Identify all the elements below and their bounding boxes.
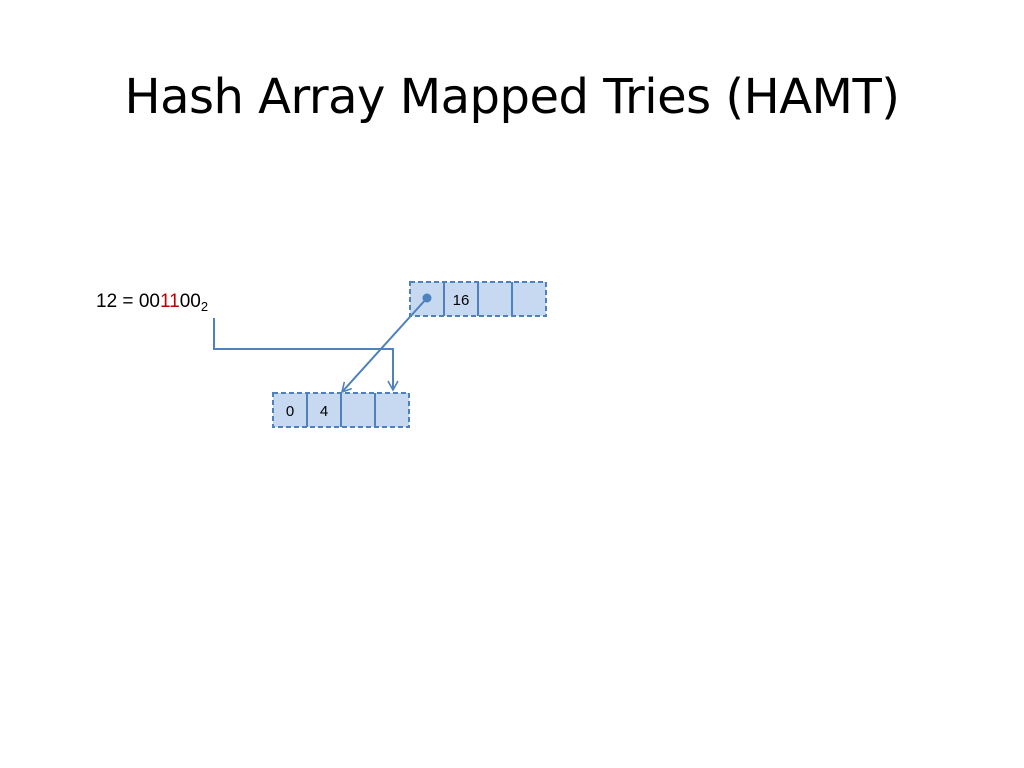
bits-suffix: 00	[179, 291, 201, 312]
child-cell-0	[273, 393, 307, 427]
child-cell-3	[375, 393, 409, 427]
root-cell-1-label: 16	[453, 292, 470, 309]
child-cell-0-label: 0	[286, 403, 294, 420]
equation-equals: =	[122, 291, 134, 312]
root-cell-2	[478, 282, 512, 316]
hash-bits-equation: 12 = 0011002	[96, 290, 208, 314]
root-cell-3	[512, 282, 546, 316]
equation-lhs: 12	[96, 291, 118, 312]
bit-index-arrow	[213, 318, 399, 392]
child-cell-1	[307, 393, 341, 427]
root-cell-1	[444, 282, 478, 316]
root-node: 16	[409, 281, 547, 317]
child-cell-1-label: 4	[320, 403, 328, 420]
child-pointer-arrow	[340, 297, 428, 394]
base-subscript: 2	[200, 299, 209, 314]
bits-prefix: 00	[138, 291, 160, 312]
slide-title: Hash Array Mapped Tries (HAMT)	[124, 69, 900, 125]
bits-highlight: 11	[159, 291, 180, 312]
child-cell-2	[341, 393, 375, 427]
child-node: 0 4	[272, 392, 410, 428]
